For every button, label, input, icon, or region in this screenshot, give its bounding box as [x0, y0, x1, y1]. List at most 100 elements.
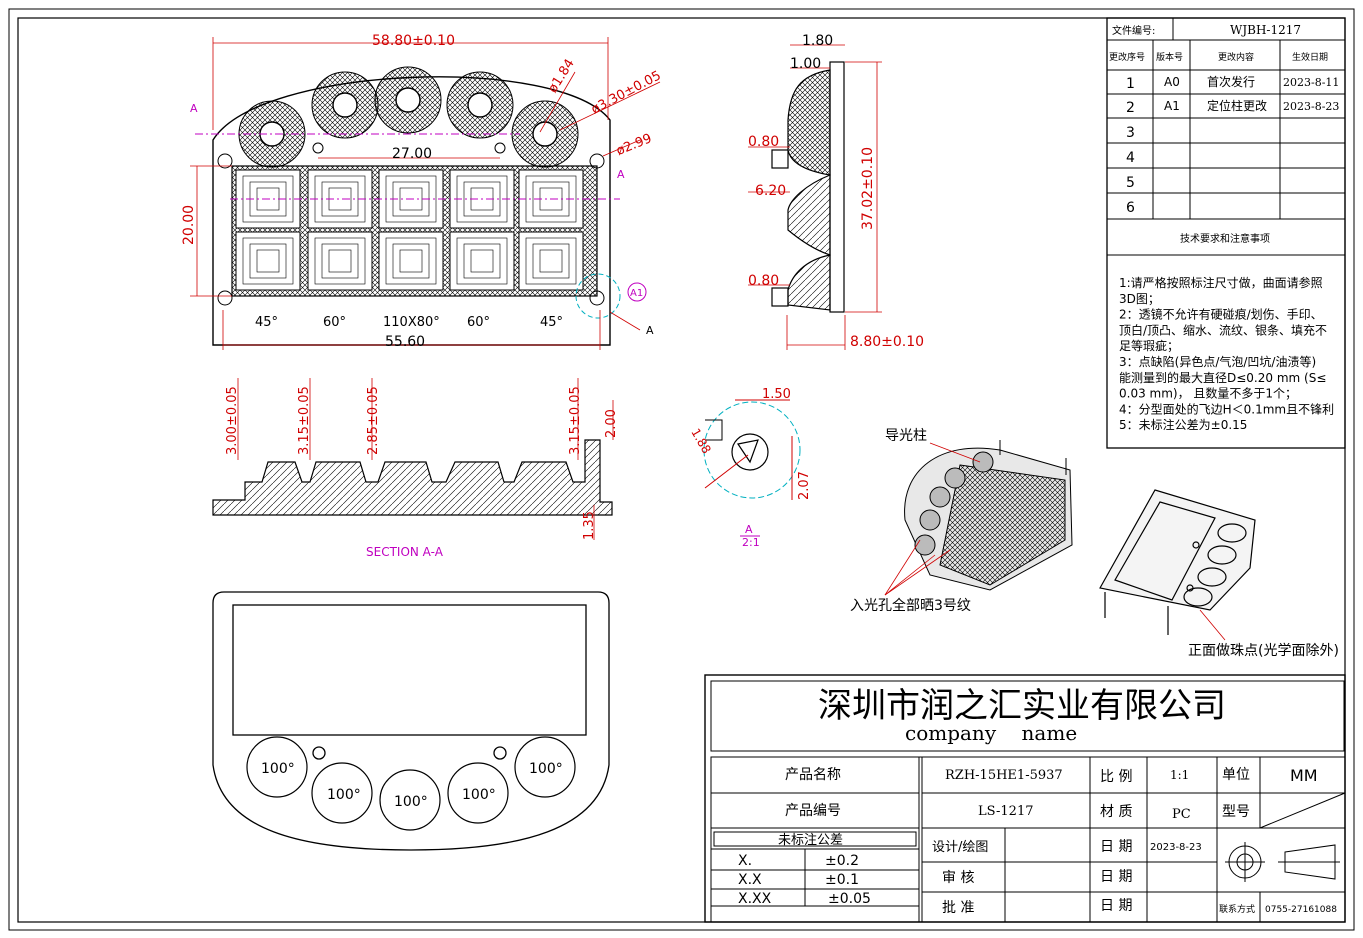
rev-header-date: 生效日期 — [1292, 51, 1328, 63]
dim-height: 20.00 — [181, 205, 197, 245]
bottom-angle-4: 100° — [462, 787, 496, 803]
unit-value: MM — [1290, 766, 1318, 785]
contact-value: 0755-27161088 — [1265, 905, 1337, 915]
section-dim-6: 1.35 — [582, 511, 597, 540]
label-entry-holes: 入光孔全部晒3号纹 — [850, 597, 971, 614]
product-name-label: 产品名称 — [785, 767, 841, 783]
section-view — [212, 439, 613, 516]
bottom-angle-3: 100° — [394, 794, 428, 810]
design-label: 设计/绘图 — [932, 840, 988, 855]
material-label: 材 质 — [1100, 804, 1132, 820]
lens-cell-ring — [463, 243, 501, 279]
dim-pin-dia: ø2.99 — [614, 131, 654, 159]
lens-cell-ring — [392, 243, 430, 279]
detail-view — [703, 399, 801, 500]
detail-dim-3: 2.07 — [797, 471, 812, 500]
date-label-2: 日 期 — [1100, 869, 1132, 885]
dim-overall-width: 58.80±0.10 — [372, 33, 455, 49]
label-light-guide: 导光柱 — [885, 428, 927, 444]
side-dim-top2: 1.00 — [790, 56, 821, 72]
lens-cell-ring — [539, 249, 563, 273]
title-block — [704, 674, 1346, 923]
bottom-view — [212, 591, 610, 851]
tol-val-2: ±0.1 — [825, 872, 859, 888]
round-lens-hole — [332, 92, 358, 118]
side-view-dimensions — [748, 44, 882, 350]
iso-view-back — [904, 440, 1073, 591]
date-label-1: 日 期 — [1100, 839, 1132, 855]
section-dim-5: 2.00 — [604, 409, 619, 438]
section-mark-right: A — [617, 168, 625, 181]
angle-col-3: 110X80° — [383, 315, 440, 330]
company-name: 深圳市润之汇实业有限公司 — [818, 686, 1226, 726]
angle-col-5: 45° — [540, 315, 563, 330]
revision-content: 首次发行 — [1207, 74, 1255, 89]
revision-date: 2023-8-23 — [1283, 100, 1339, 113]
date-value: 2023-8-23 — [1150, 842, 1202, 853]
revision-table — [1106, 17, 1346, 449]
rev-header-ver: 版本号 — [1156, 51, 1183, 63]
lens-cell-ring — [470, 249, 494, 273]
dim-hole-dia: ø3.30±0.05 — [589, 68, 664, 117]
outer-border — [8, 8, 1355, 931]
model-label: 型号 — [1222, 804, 1250, 820]
lens-cell — [307, 231, 373, 291]
round-lens-hole — [467, 92, 493, 118]
angle-col-4: 60° — [467, 315, 490, 330]
rev-header-no: 更改序号 — [1109, 51, 1145, 63]
round-lens-hole — [532, 121, 558, 147]
lens-cell-ring — [525, 237, 577, 285]
note-line: 2：透镜不允许有硬碰痕/划伤、手印、 — [1119, 307, 1323, 322]
dim-lens-pitch: 27.00 — [392, 146, 432, 162]
lens-cell-ring — [399, 249, 423, 273]
side-dim-gap2: 0.80 — [748, 273, 779, 289]
front-view — [195, 66, 621, 346]
revision-no: 6 — [1126, 200, 1135, 216]
front-view-dimensions — [190, 37, 661, 350]
lens-cell-ring — [463, 181, 501, 217]
note-line: 5：未标注公差为±0.15 — [1119, 417, 1247, 432]
company-name-en: company name — [905, 721, 1077, 745]
note-line: 能测量到的最大直径D≤0.20 mm (S≤ — [1119, 370, 1326, 385]
bottom-angle-5: 100° — [529, 761, 563, 777]
note-line: 3：点缺陷(异色点/气泡/凹坑/油渍等) — [1119, 354, 1316, 369]
round-lens-hole — [395, 87, 421, 113]
tol-val-1: ±0.2 — [825, 853, 859, 869]
approve-label: 批 准 — [942, 900, 974, 916]
section-dim-3: 2.85±0.05 — [366, 386, 381, 455]
material-value: PC — [1172, 807, 1191, 822]
lens-cell-ring — [249, 243, 287, 279]
lens-cell-ring — [256, 249, 280, 273]
revision-no: 4 — [1126, 150, 1135, 166]
product-no-label: 产品编号 — [785, 803, 841, 819]
bottom-lens-row — [246, 736, 576, 831]
lens-cell-ring — [385, 237, 437, 285]
side-dim-gap1: 0.80 — [748, 134, 779, 150]
notes-title: 技术要求和注意事项 — [1180, 232, 1270, 245]
section-dim-2: 3.15±0.05 — [297, 386, 312, 455]
tolerance-title: 未标注公差 — [778, 833, 843, 848]
product-name: RZH-15HE1-5937 — [945, 768, 1063, 783]
side-dim-depth: 8.80±0.10 — [850, 334, 924, 350]
note-line: 0.03 mm)， 且数量不多于1个； — [1119, 386, 1297, 401]
note-line: 4：分型面处的飞边H＜0.1mm且不锋利 — [1119, 401, 1334, 416]
revision-no: 2 — [1126, 100, 1135, 116]
label-front-bead: 正面做珠点(光学面除外) — [1188, 643, 1339, 659]
rev-header-content: 更改内容 — [1218, 51, 1254, 63]
side-view — [771, 61, 845, 313]
detail-scale: 2:1 — [742, 536, 760, 549]
bottom-angle-2: 100° — [327, 787, 361, 803]
lens-cell — [449, 231, 515, 291]
doc-no: WJBH-1217 — [1230, 23, 1301, 37]
unit-label: 单位 — [1222, 767, 1250, 783]
side-dim-top1: 1.80 — [802, 33, 833, 49]
section-dim-4: 3.15±0.05 — [568, 386, 583, 455]
revision-no: 3 — [1126, 125, 1135, 141]
section-dimensions — [237, 378, 614, 540]
section-mark-left: A — [190, 102, 198, 115]
revision-no: 1 — [1126, 76, 1135, 92]
scale-label: 比 例 — [1100, 769, 1132, 785]
note-line: 足等瑕疵； — [1119, 338, 1179, 353]
date-label-3: 日 期 — [1100, 898, 1132, 914]
